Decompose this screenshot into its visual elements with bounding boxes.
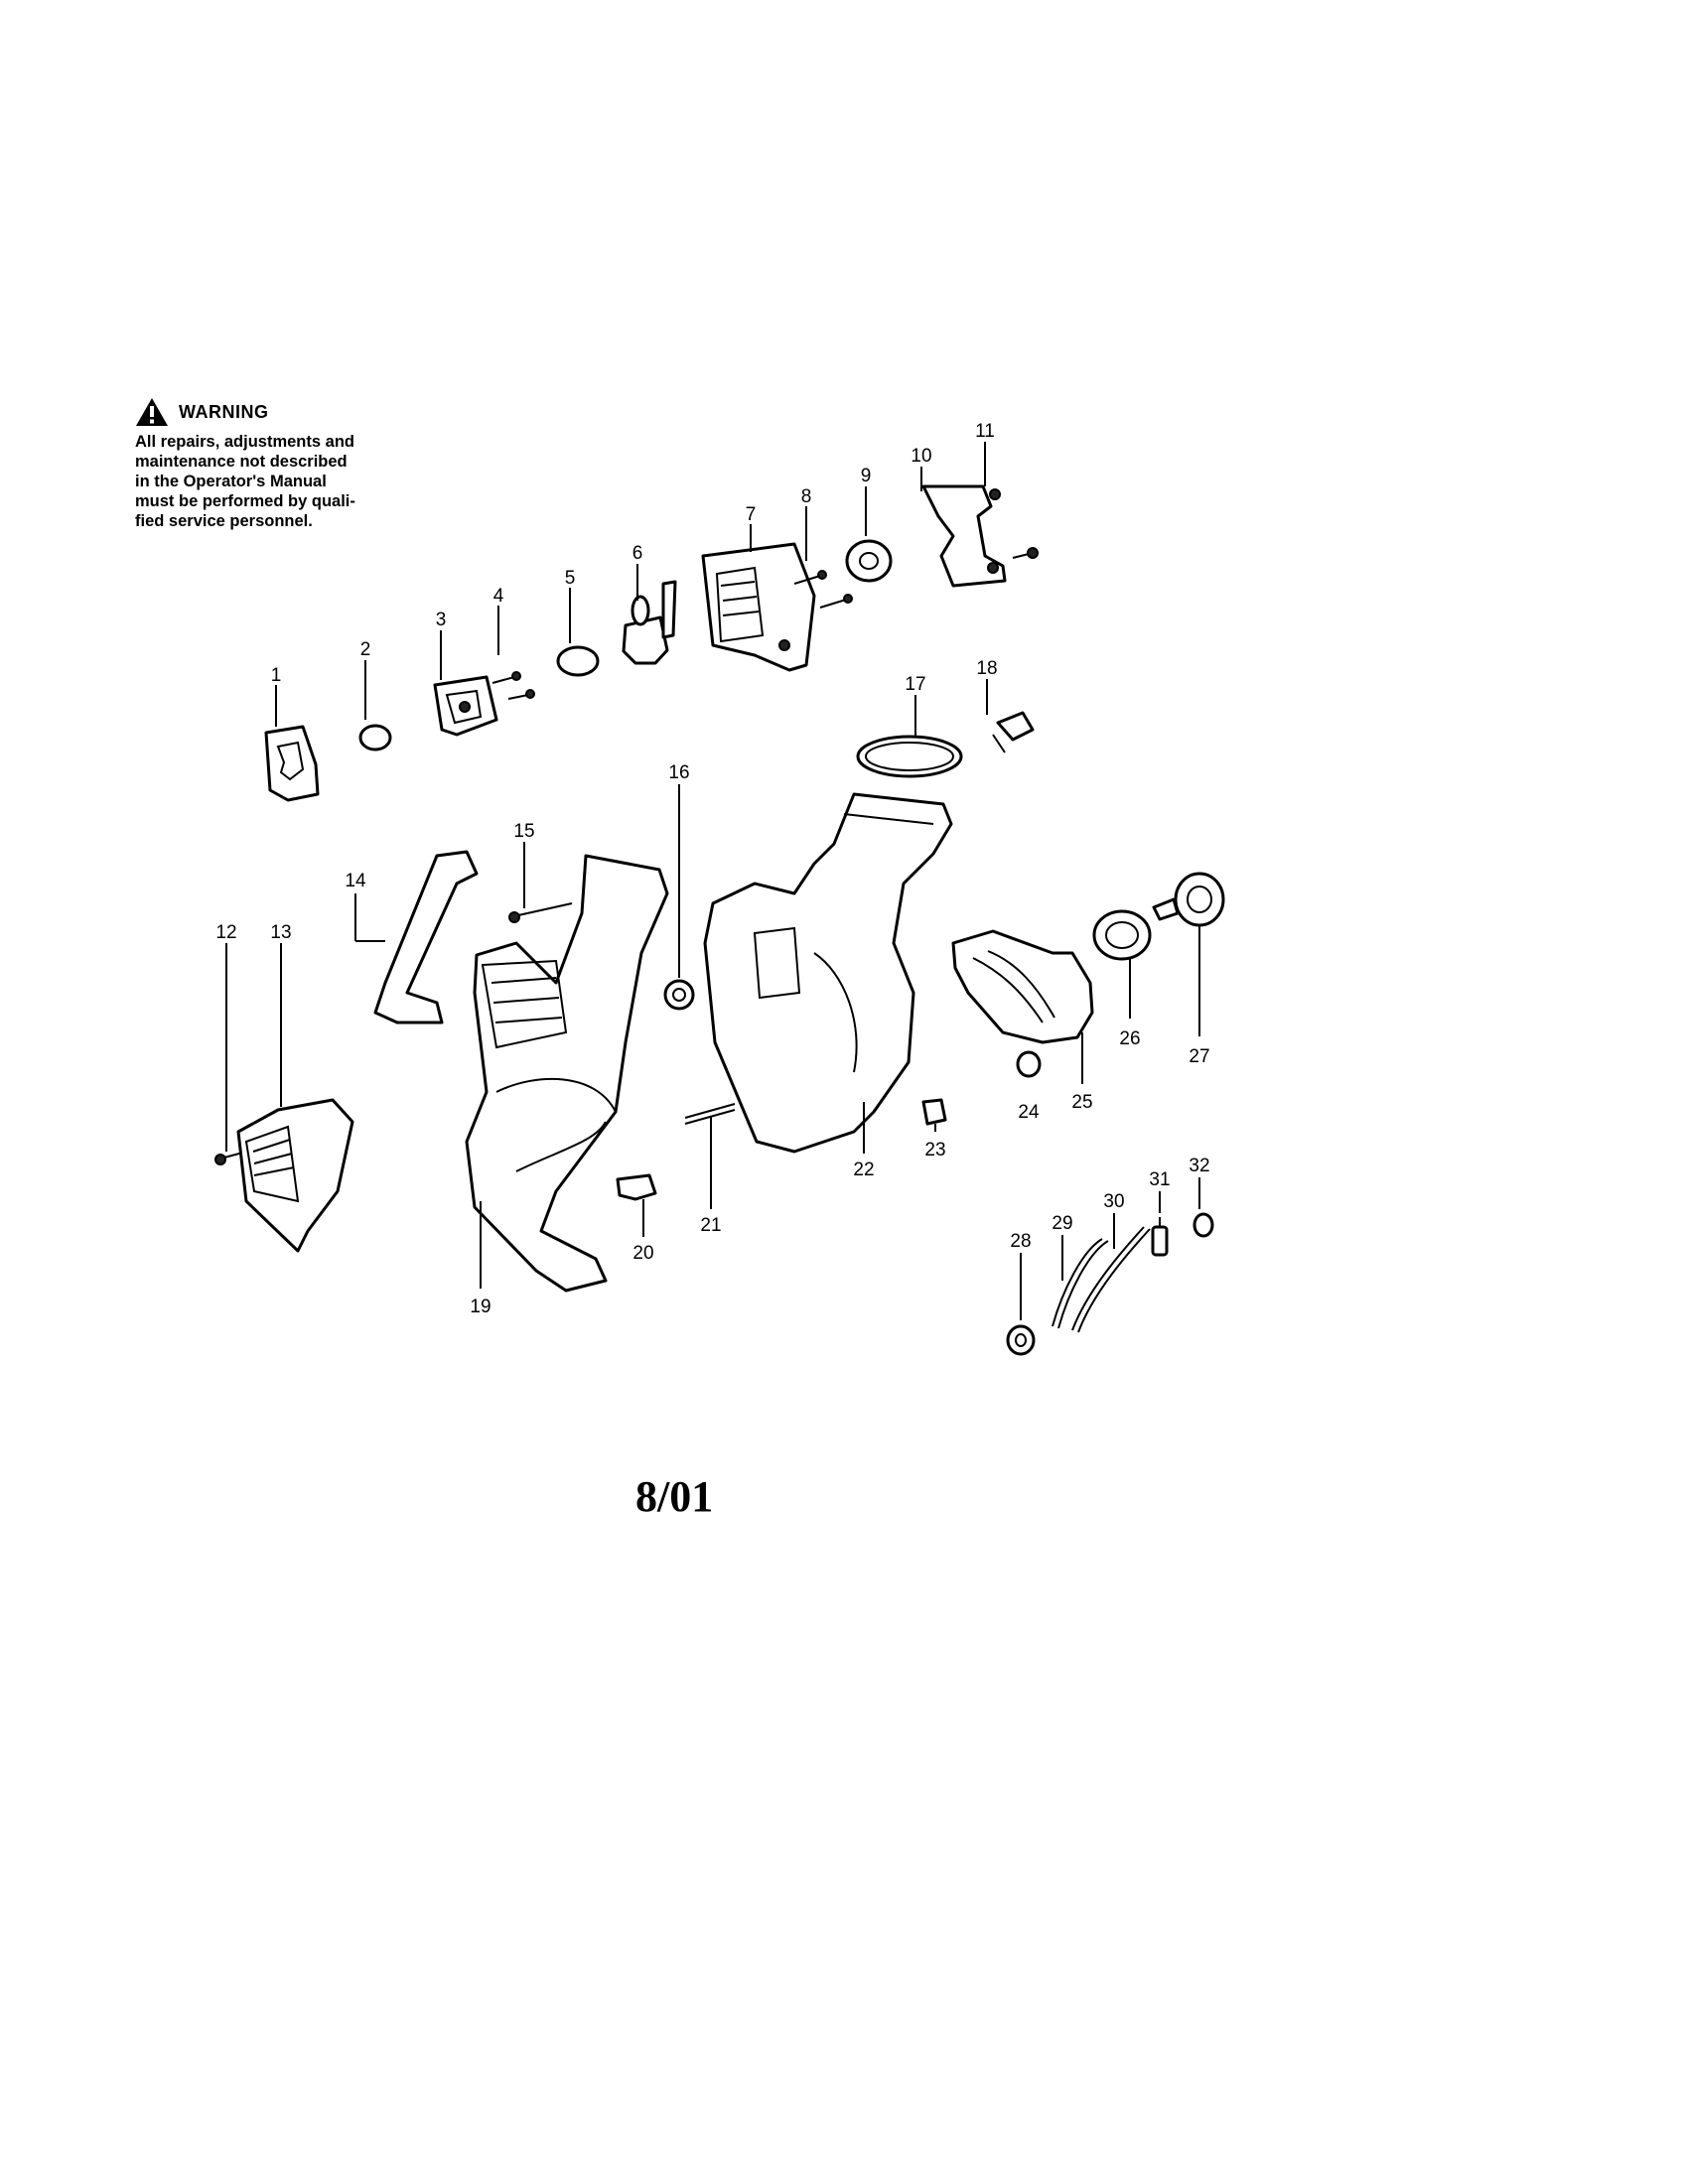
warning-text: All repairs, adjustments and maintenance…: [135, 432, 403, 531]
part-14-handle: 14: [345, 850, 479, 1024]
part-29-fuel-line: 29: [1052, 1213, 1109, 1329]
part-11-screws: 11: [975, 421, 1039, 559]
callout-16: 16: [668, 762, 689, 783]
callout-32: 32: [1189, 1156, 1209, 1176]
callout-31: 31: [1149, 1169, 1170, 1190]
part-25-tank: 25: [951, 929, 1094, 1113]
callout-8: 8: [801, 486, 812, 507]
part-26-gasket: 26: [1092, 909, 1152, 1049]
callout-21: 21: [700, 1215, 721, 1236]
warning-line: maintenance not described: [135, 453, 348, 471]
callout-10: 10: [911, 446, 931, 467]
part-28-grommet: 28: [1006, 1231, 1036, 1356]
callout-3: 3: [436, 610, 447, 630]
part-27-fuel-cap: 27: [1152, 872, 1225, 1067]
callout-17: 17: [905, 674, 925, 695]
part-1-gasket: 1: [264, 665, 320, 802]
callout-23: 23: [924, 1140, 945, 1160]
part-7-plate: 7: [701, 504, 816, 672]
part-17-strap: 17: [856, 674, 963, 778]
callout-27: 27: [1189, 1046, 1209, 1067]
revision-date: 8/01: [635, 1472, 714, 1521]
part-24-plug: 24: [1016, 1050, 1042, 1123]
part-3-block: 3: [433, 610, 498, 737]
callout-2: 2: [360, 639, 371, 660]
warning-line: fied service personnel.: [135, 512, 313, 530]
callout-5: 5: [565, 568, 576, 589]
warning-box: WARNING All repairs, adjustments and mai…: [135, 394, 403, 531]
callout-1: 1: [271, 665, 282, 686]
warning-header: WARNING: [135, 394, 403, 430]
part-6-carburetor: 6: [622, 543, 677, 665]
callout-4: 4: [493, 586, 504, 607]
callout-28: 28: [1010, 1231, 1031, 1252]
warning-triangle-icon: [136, 398, 168, 426]
callout-20: 20: [632, 1243, 653, 1264]
callout-19: 19: [470, 1297, 491, 1317]
part-31-fuel-filter: 31: [1149, 1169, 1171, 1257]
callout-15: 15: [513, 821, 534, 842]
warning-line: All repairs, adjustments and: [135, 433, 354, 451]
part-18-knob: 18: [976, 658, 1035, 753]
callout-7: 7: [746, 504, 757, 525]
part-8-screws: 8: [793, 486, 853, 609]
part-10-bracket: 10: [911, 446, 1007, 588]
part-15-long-screw: 15: [508, 821, 573, 923]
part-9-ring: 9: [845, 466, 893, 583]
part-13-filter-cover: 13: [236, 922, 354, 1253]
callout-6: 6: [632, 543, 643, 564]
callout-26: 26: [1119, 1028, 1140, 1049]
part-4-screws: 4: [491, 586, 535, 700]
warning-line: must be performed by quali-: [135, 492, 355, 510]
part-21-pin: 21: [684, 1103, 736, 1236]
warning-title: WARNING: [179, 401, 269, 422]
callout-9: 9: [861, 466, 872, 486]
callout-13: 13: [270, 922, 291, 943]
part-19-left-housing: 19: [465, 854, 669, 1317]
part-23-block: 23: [921, 1098, 947, 1160]
callout-30: 30: [1103, 1191, 1124, 1212]
part-5-disc: 5: [556, 568, 600, 677]
warning-line: in the Operator's Manual: [135, 473, 327, 490]
callout-22: 22: [853, 1160, 874, 1180]
part-20-clip: 20: [616, 1173, 657, 1264]
callout-14: 14: [345, 871, 366, 891]
part-22-right-housing: 22: [703, 792, 953, 1180]
callout-25: 25: [1071, 1092, 1092, 1113]
callout-12: 12: [215, 922, 236, 943]
callout-24: 24: [1018, 1102, 1040, 1123]
part-30-fuel-line: 30: [1071, 1191, 1151, 1333]
callout-11: 11: [975, 421, 995, 442]
part-32-valve: 32: [1189, 1156, 1214, 1238]
part-2-cap: 2: [358, 639, 392, 751]
callout-29: 29: [1052, 1213, 1072, 1234]
part-16-nut: 16: [663, 762, 695, 1011]
callout-18: 18: [976, 658, 997, 679]
